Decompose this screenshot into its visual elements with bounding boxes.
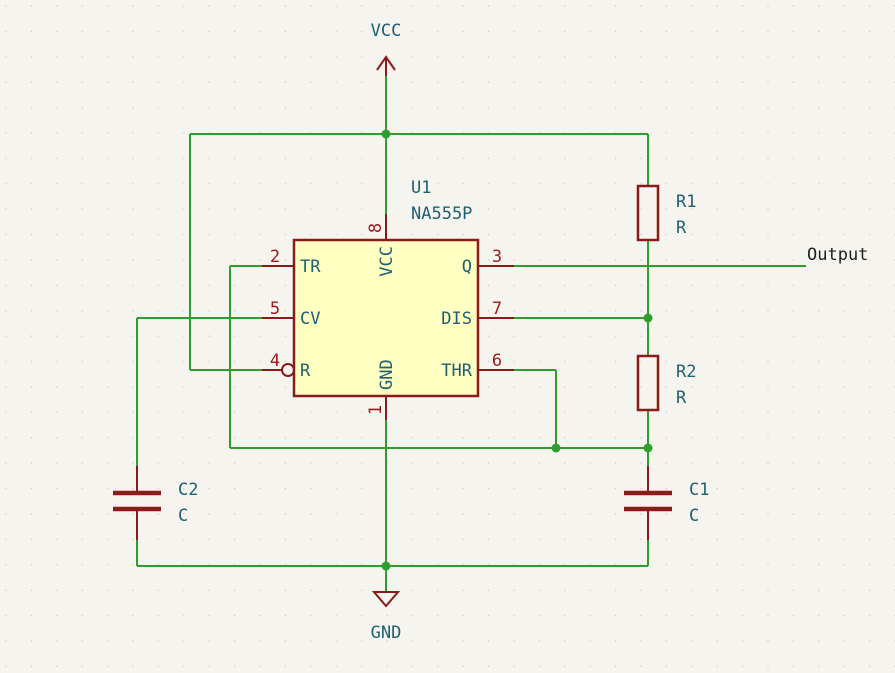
junction-gnd <box>381 561 391 571</box>
u1-timer-ic[interactable]: 2 5 4 3 7 6 8 1 TR CV R Q DIS THR VCC GN… <box>262 178 514 420</box>
c1-reference: C1 <box>689 480 709 500</box>
u1-pin-tr-name: TR <box>300 257 321 277</box>
c2-value: C <box>178 506 188 526</box>
u1-pin-thr-name: THR <box>441 361 472 381</box>
u1-pin-gnd-number: 1 <box>366 405 386 415</box>
u1-pin-dis-name: DIS <box>441 309 472 329</box>
u1-pin-gnd-name: GND <box>377 359 397 390</box>
capacitor-c2[interactable]: C2 C <box>113 466 198 540</box>
r1-reference: R1 <box>676 192 696 212</box>
junction-r2-c1 <box>643 443 653 453</box>
u1-pin-q-name: Q <box>462 257 472 277</box>
u1-reference: U1 <box>411 178 431 198</box>
u1-reset-inversion-bubble <box>281 363 295 377</box>
u1-pin-q-number: 3 <box>492 247 502 267</box>
resistor-r2[interactable]: R2 R <box>636 354 696 412</box>
u1-pin-thr-number: 6 <box>492 351 502 371</box>
resistor-r1[interactable]: R1 R <box>636 184 696 242</box>
u1-pin-cv-name: CV <box>300 309 320 329</box>
u1-pin-cv-number: 5 <box>270 299 280 319</box>
vcc-power-symbol[interactable]: VCC <box>371 21 402 76</box>
wires <box>136 70 806 592</box>
u1-pin-dis-number: 7 <box>492 299 502 319</box>
junction-thr <box>551 443 561 453</box>
vcc-label: VCC <box>371 21 402 41</box>
c1-value: C <box>689 506 699 526</box>
junctions <box>381 129 653 571</box>
gnd-triangle-icon <box>371 591 401 608</box>
u1-pin-tr-number: 2 <box>270 247 280 267</box>
r2-value: R <box>676 388 687 408</box>
r2-body <box>636 354 660 412</box>
r2-reference: R2 <box>676 362 696 382</box>
net-label-output[interactable]: Output <box>807 245 868 265</box>
gnd-label: GND <box>371 623 402 643</box>
junction-dis <box>643 313 653 323</box>
gnd-power-symbol[interactable]: GND <box>371 591 402 643</box>
u1-pin-r-name: R <box>300 361 311 381</box>
u1-value: NA555P <box>411 204 472 224</box>
r1-body <box>636 184 660 242</box>
r1-value: R <box>676 218 687 238</box>
u1-pin-vcc-name: VCC <box>377 246 397 277</box>
capacitor-c1[interactable]: C1 C <box>624 466 709 540</box>
u1-body <box>292 238 480 398</box>
u1-pin-vcc-number: 8 <box>366 223 386 233</box>
vcc-arrow-icon <box>376 55 396 71</box>
junction-vcc <box>381 129 391 139</box>
u1-pin-r-number: 4 <box>270 351 280 371</box>
c2-reference: C2 <box>178 480 198 500</box>
